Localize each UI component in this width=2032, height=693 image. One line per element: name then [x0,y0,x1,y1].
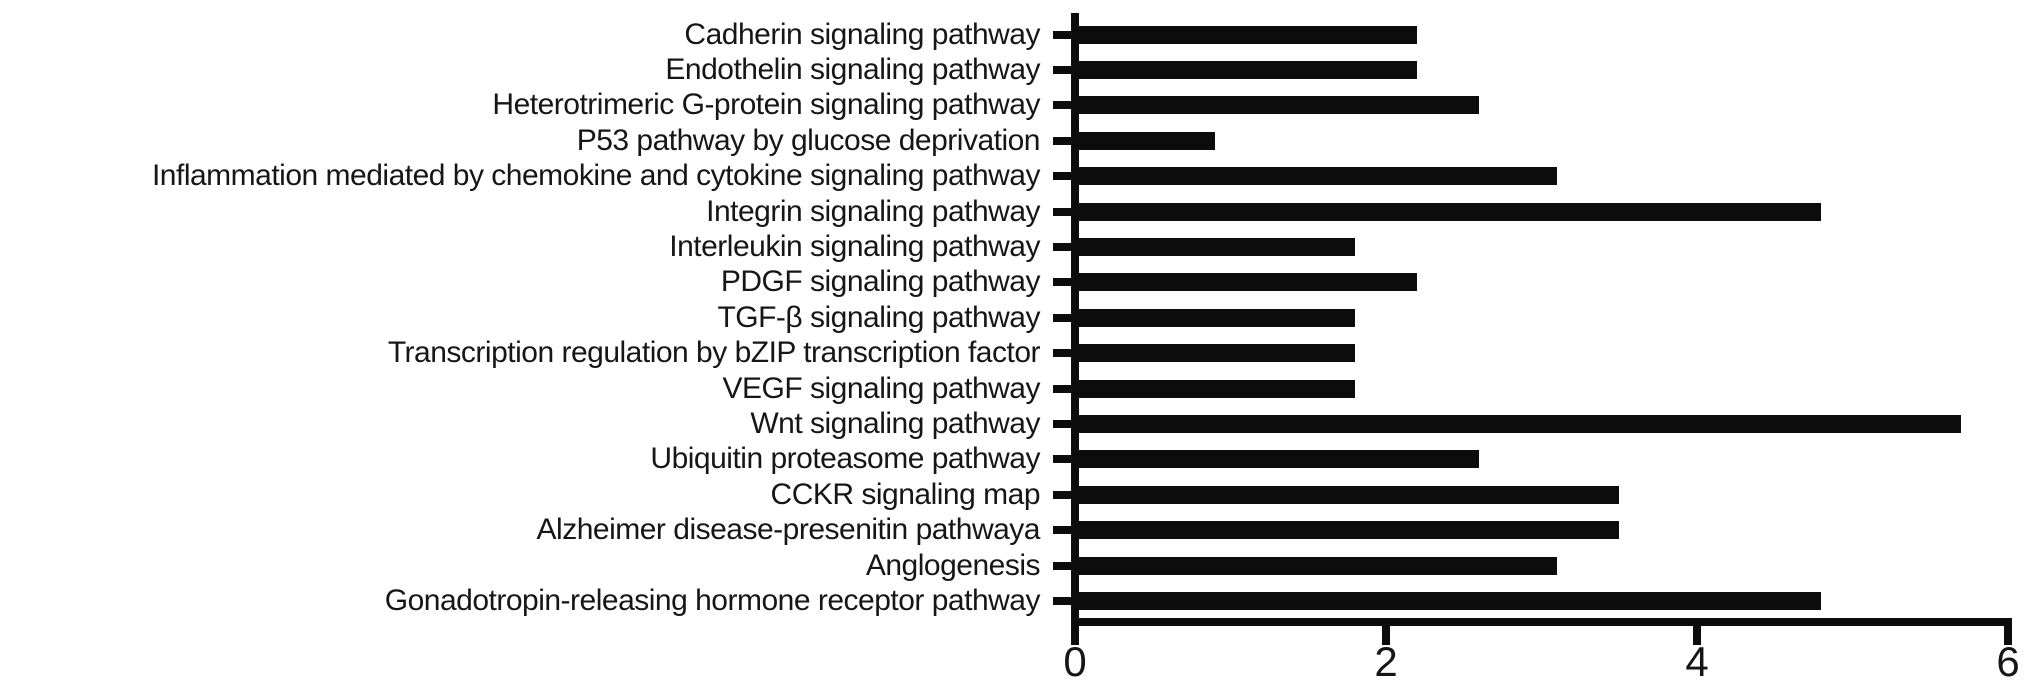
category-label: Transcription regulation by bZIP transcr… [387,336,1041,370]
chart-row: CCKR signaling map [0,477,2032,512]
x-axis-line [1071,618,2012,626]
y-axis-tick-mark [1053,596,1079,605]
y-axis-tick-mark [1053,384,1079,393]
y-axis-tick-mark [1053,561,1079,570]
category-label: Gonadotropin-releasing hormone receptor … [384,583,1041,617]
chart-row: Endothelin signaling pathway [0,52,2032,87]
value-bar [1079,556,1557,575]
value-bar [1079,591,1821,610]
value-bar [1079,485,1619,504]
chart-row: Cadherin signaling pathway [0,17,2032,52]
x-axis-tick-mark [1382,618,1390,645]
category-label: PDGF signaling pathway [720,265,1041,299]
chart-row: Transcription regulation by bZIP transcr… [0,336,2032,371]
y-axis-tick-mark [1053,30,1079,39]
value-bar [1079,25,1417,44]
value-bar [1079,96,1479,115]
value-bar [1079,273,1417,292]
y-axis-tick-mark [1053,136,1079,145]
y-axis-tick-mark [1053,526,1079,535]
y-axis-tick-mark [1053,349,1079,358]
category-label: P53 pathway by glucose deprivation [576,123,1041,157]
y-axis-tick-mark [1053,101,1079,110]
y-axis-tick-mark [1053,419,1079,428]
y-axis-tick-mark [1053,66,1079,75]
category-label: Anglogenesis [865,548,1041,582]
chart-row: VEGF signaling pathway [0,371,2032,406]
chart-row: TGF-β signaling pathway [0,300,2032,335]
chart-row: Alzheimer disease-presenitin pathwaya [0,512,2032,547]
category-label: Endothelin signaling pathway [665,53,1040,87]
y-axis-tick-mark [1053,455,1079,464]
category-label: CCKR signaling map [770,477,1041,511]
chart-row: Heterotrimeric G-protein signaling pathw… [0,88,2032,123]
y-axis-tick-mark [1053,278,1079,287]
chart-row: P53 pathway by glucose deprivation [0,123,2032,158]
chart-row: Gonadotropin-releasing hormone receptor … [0,583,2032,618]
value-bar [1079,344,1355,363]
chart-row: Interleukin signaling pathway [0,229,2032,264]
chart-row: Anglogenesis [0,548,2032,583]
x-axis-tick-mark [1693,618,1701,645]
value-bar [1079,450,1479,469]
y-axis-tick-mark [1053,207,1079,216]
y-axis-tick-mark [1053,243,1079,252]
category-label: Heterotrimeric G-protein signaling pathw… [492,88,1040,122]
value-bar [1079,308,1355,327]
value-bar [1079,167,1557,186]
x-axis-tick-mark [1071,618,1079,645]
value-bar [1079,61,1417,80]
category-label: Inflammation mediated by chemokine and c… [151,159,1041,193]
x-axis-tick-label: 6 [1996,638,2020,685]
category-label: Wnt signaling pathway [750,406,1040,440]
value-bar [1079,521,1619,540]
chart-row: Wnt signaling pathway [0,406,2032,441]
value-bar [1079,379,1355,398]
value-bar [1079,131,1215,150]
y-axis-line [1071,13,1079,626]
chart-row: Inflammation mediated by chemokine and c… [0,159,2032,194]
y-axis-tick-mark [1053,490,1079,499]
chart-row: Integrin signaling pathway [0,194,2032,229]
chart-row: PDGF signaling pathway [0,265,2032,300]
x-axis-tick-label: 0 [1063,638,1087,685]
category-label: TGF-β signaling pathway [717,300,1040,334]
value-bar [1079,414,1961,433]
category-label: VEGF signaling pathway [722,371,1040,405]
category-label: Ubiquitin proteasome pathway [650,442,1040,476]
category-label: Alzheimer disease-presenitin pathwaya [536,513,1041,547]
x-axis-tick-mark [2004,618,2012,645]
y-axis-tick-mark [1053,172,1079,181]
x-axis-tick-label: 2 [1374,638,1398,685]
category-label: Interleukin signaling pathway [669,230,1040,264]
value-bar [1079,202,1821,221]
value-bar [1079,238,1355,257]
x-axis-tick-label: 4 [1685,638,1709,685]
category-label: Integrin signaling pathway [706,194,1040,228]
category-label: Cadherin signaling pathway [684,17,1040,51]
y-axis-tick-mark [1053,313,1079,322]
chart-row: Ubiquitin proteasome pathway [0,442,2032,477]
